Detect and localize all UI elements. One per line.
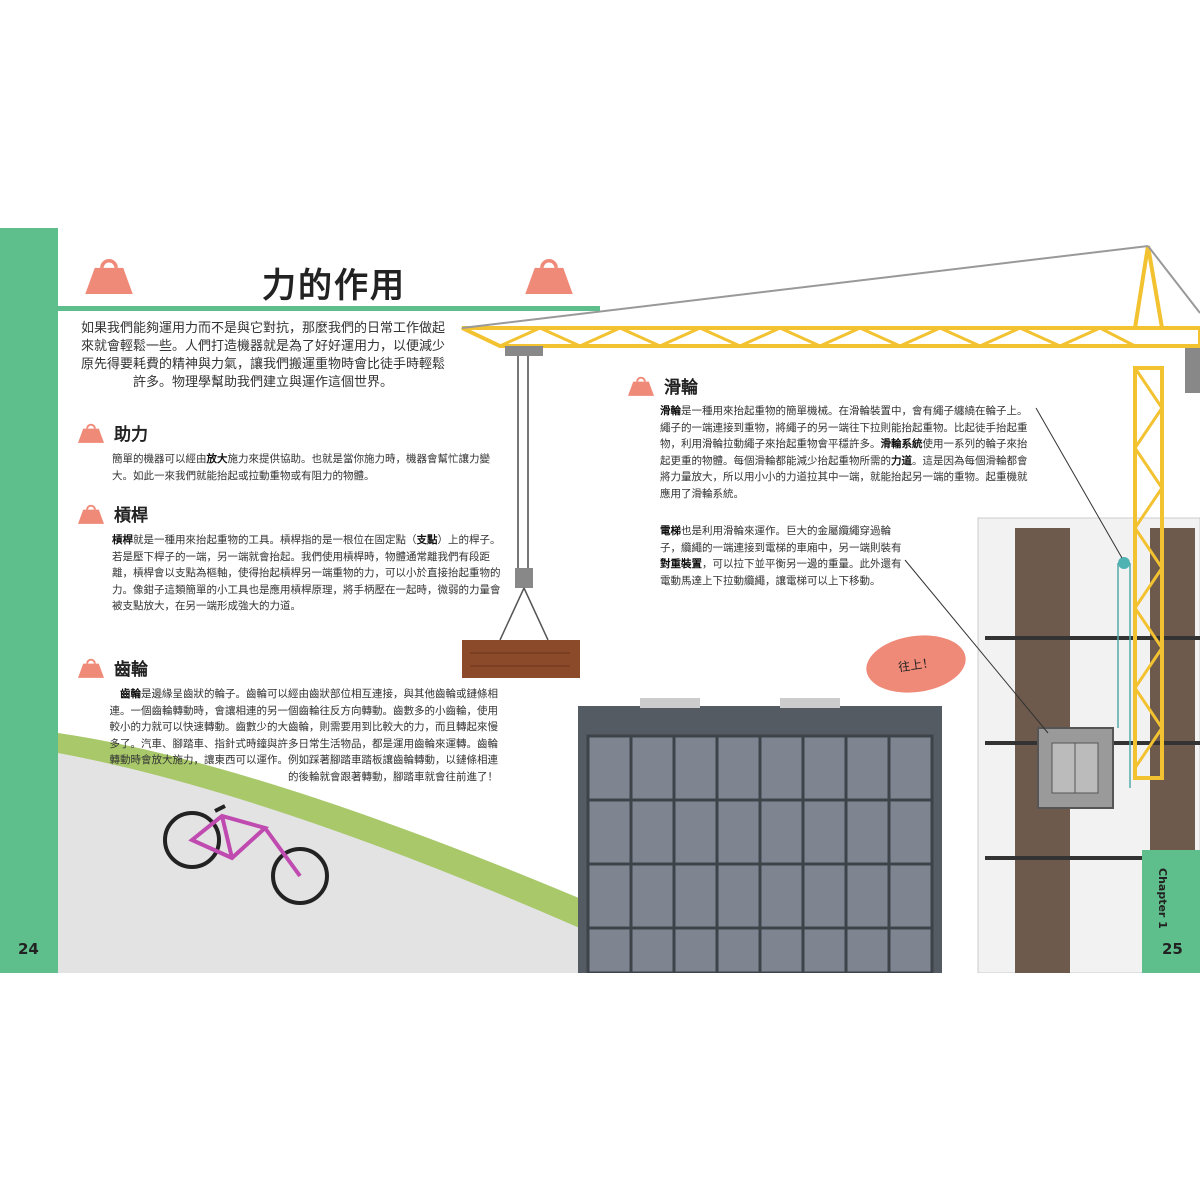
section-heading-lever: 槓桿 <box>78 501 148 526</box>
text: 是邊緣呈齒狀的輪子。齒輪可以經由齒狀部位相互連接，與其他齒輪或鏈條相連。一個齒輪… <box>109 688 499 783</box>
section-body-pulley: 滑輪是一種用來抬起重物的簡單機械。在滑輪裝置中，會有繩子纏繞在輪子上。繩子的一端… <box>660 403 1028 502</box>
road <box>58 753 680 973</box>
page-number-right: 25 <box>1162 940 1183 958</box>
window-grid <box>588 736 932 973</box>
chapter-label: Chapter 1 <box>1156 868 1169 929</box>
wooden-crate <box>462 640 580 678</box>
bold-term: 滑輪 <box>660 405 681 417</box>
text: ）上的桿子。若是壓下桿子的一端，另一端就會抬起。我們使用槓桿時，物體通常離我們有… <box>112 534 501 612</box>
bold-term: 力道 <box>891 454 912 467</box>
bold-term: 齒輪 <box>120 688 141 700</box>
text: 使用一系列的輪子來抬起更重的物體。每個滑輪都能減少抬起重物所需的 <box>660 438 1028 467</box>
section-body-lever: 槓桿就是一種用來抬起重物的工具。槓桿指的是一根位在固定點（支點）上的桿子。若是壓… <box>112 532 502 615</box>
section-heading-pulley: 滑輪 <box>628 373 698 398</box>
text: 也是利用滑輪來運作。巨大的金屬纜繩穿過輪子，纜繩的一端連接到電梯的車廂中，另一端… <box>660 525 902 554</box>
crane-tower <box>1133 366 1164 780</box>
bold-term: 對重裝置 <box>660 558 702 570</box>
trolley <box>505 346 543 356</box>
chapter-tab: Chapter 1 25 <box>1142 850 1200 973</box>
weight-icon <box>78 503 104 524</box>
title-underline <box>58 306 600 311</box>
pulley-wheel <box>1118 557 1130 569</box>
heading-text: 滑輪 <box>664 378 698 398</box>
bold-term: 放大 <box>206 453 228 465</box>
bold-term: 支點 <box>416 534 438 546</box>
text: ，可以拉下並平衡另一邊的重量。此外還有電動馬達上下拉動纜繩，讓電梯可以上下移動。 <box>660 558 902 587</box>
bold-term: 滑輪系統 <box>880 438 923 450</box>
text: 簡單的機器可以經由 <box>112 453 207 465</box>
heading-text: 槓桿 <box>114 506 148 526</box>
weight-icon <box>525 256 573 294</box>
book-spread: 力的作用 如果我們能夠運用力而不是與它對抗，那麼我們的日常工作做起來就會輕鬆一些… <box>0 228 1200 973</box>
section-body-assist: 簡單的機器可以經由放大施力來提供協助。也就是當你施力時，機器會幫忙讓力變大。如此… <box>112 451 502 484</box>
left-margin-strip <box>0 228 58 973</box>
weight-icon <box>78 657 104 678</box>
bold-term: 電梯 <box>660 525 681 537</box>
intro-paragraph: 如果我們能夠運用力而不是與它對抗，那麼我們的日常工作做起來就會輕鬆一些。人們打造… <box>80 321 445 390</box>
text: 施力來提供協助。也就是當你施力時，機器會幫忙讓力變大。如此一來我們就能抬起或拉動… <box>112 453 490 482</box>
crane-jib <box>461 326 1200 348</box>
text: 就是一種用來抬起重物的工具。槓桿指的是一根位在固定點（ <box>133 534 417 546</box>
section-body-gear: 齒輪是邊緣呈齒狀的輪子。齒輪可以經由齒狀部位相互連接，與其他齒輪或鏈條相連。一個… <box>108 686 499 785</box>
weight-icon <box>628 375 654 396</box>
text: 是一種用來抬起重物的簡單機械。在滑輪裝置中，會有繩子纏繞在輪子上。繩子的一端連接… <box>660 405 1028 450</box>
weight-icon <box>85 256 133 294</box>
page-number-left: 24 <box>18 940 39 958</box>
weight-icon <box>78 422 104 443</box>
elevator-paragraph: 電梯也是利用滑輪來運作。巨大的金屬纜繩穿過輪子，纜繩的一端連接到電梯的車廂中，另… <box>660 523 908 589</box>
section-heading-gear: 齒輪 <box>78 655 148 680</box>
section-heading-assist: 助力 <box>78 420 148 445</box>
bold-term: 槓桿 <box>112 534 133 546</box>
crane-hook-block <box>515 568 533 588</box>
page-title: 力的作用 <box>262 266 406 306</box>
heading-text: 齒輪 <box>114 660 148 680</box>
heading-text: 助力 <box>114 425 148 445</box>
text: 。這是因為每個滑輪都會將力量放大，所以用小小的力道拉其中一端，就能抬起另一端的重… <box>660 454 1028 500</box>
bicycle <box>163 811 329 905</box>
